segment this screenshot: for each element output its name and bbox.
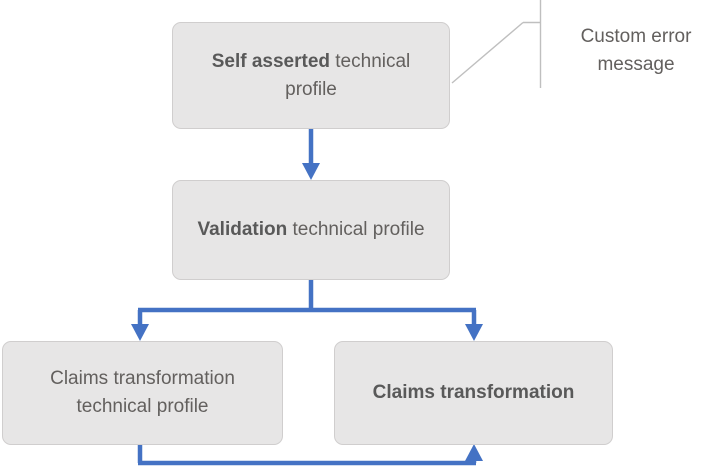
node-label: Validation technical profile (185, 216, 437, 244)
node-self-asserted-technical-profile[interactable]: Self asserted technical profile (172, 22, 450, 129)
node-label-bold: Claims transformation (372, 382, 575, 404)
node-label-regular: technical profile (285, 50, 411, 100)
node-validation-technical-profile[interactable]: Validation technical profile (172, 180, 450, 280)
callout-line-1: Custom error (580, 26, 692, 47)
arrow-claims-loopback (137, 444, 483, 466)
callout-leader-lines (451, 0, 542, 88)
callout-custom-error-message: Custom error message (556, 23, 716, 78)
node-label: Claims transformation technical profile (15, 365, 270, 420)
node-claims-transformation-technical-profile[interactable]: Claims transformation technical profile (2, 341, 283, 445)
node-label-bold: Validation (197, 219, 288, 241)
arrow-validation-branch (131, 280, 483, 341)
node-label-regular: Claims transformation technical profile (50, 368, 235, 417)
arrow-self-asserted-to-validation (302, 129, 320, 180)
node-label-bold: Self asserted (211, 50, 330, 72)
node-claims-transformation[interactable]: Claims transformation (334, 341, 613, 445)
node-label: Claims transformation (347, 379, 600, 407)
node-label: Self asserted technical profile (185, 48, 437, 103)
callout-line-2: message (597, 53, 675, 75)
node-label-regular: technical profile (287, 219, 425, 241)
